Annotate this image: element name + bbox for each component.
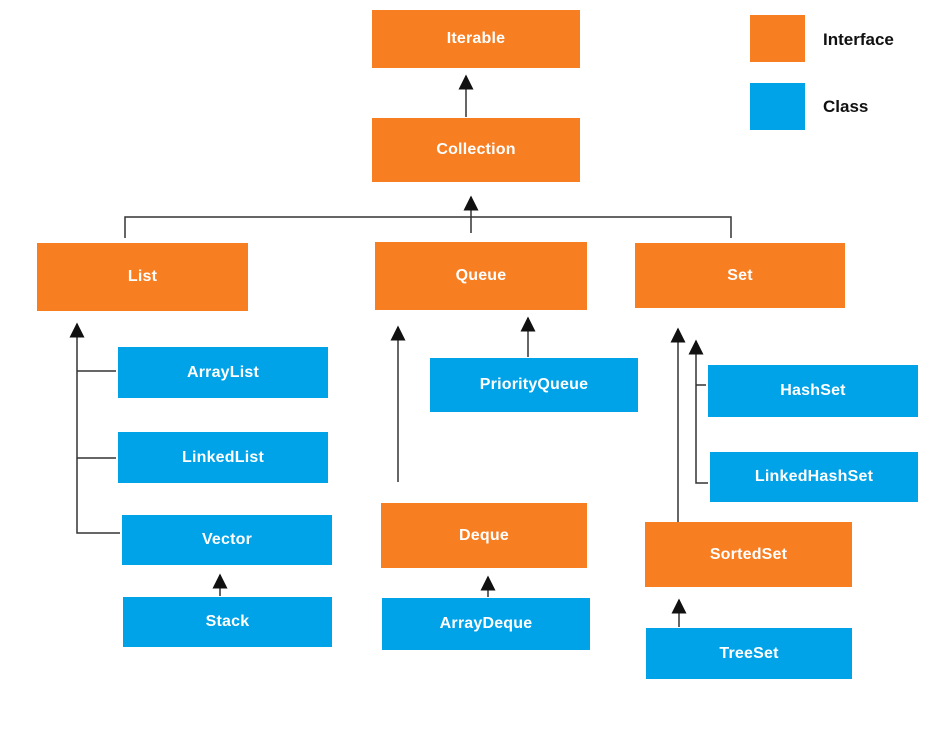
node-list: List <box>37 243 248 311</box>
edge-set-trunk <box>688 339 708 484</box>
node-arraydeque: ArrayDeque <box>382 598 590 650</box>
node-hashset: HashSet <box>708 365 918 417</box>
edge-list-trunk <box>69 322 120 534</box>
node-iterable: Iterable <box>372 10 580 68</box>
legend-label-class: Class <box>823 97 869 116</box>
node-queue: Queue <box>375 242 587 310</box>
node-deque: Deque <box>381 503 587 568</box>
node-stack: Stack <box>123 597 332 647</box>
legend-label-interface: Interface <box>823 30 894 49</box>
node-arraylist: ArrayList <box>118 347 328 398</box>
node-sortedset: SortedSet <box>645 522 852 587</box>
node-linkedhashset: LinkedHashSet <box>710 452 918 502</box>
node-collection: Collection <box>372 118 580 182</box>
legend-swatch-class <box>750 83 805 130</box>
node-treeset: TreeSet <box>646 628 852 679</box>
node-priorityqueue: PriorityQueue <box>430 358 638 412</box>
node-set: Set <box>635 243 845 308</box>
node-vector: Vector <box>122 515 332 565</box>
legend-swatch-interface <box>750 15 805 62</box>
edge-rail <box>124 216 732 238</box>
node-linkedlist: LinkedList <box>118 432 328 483</box>
